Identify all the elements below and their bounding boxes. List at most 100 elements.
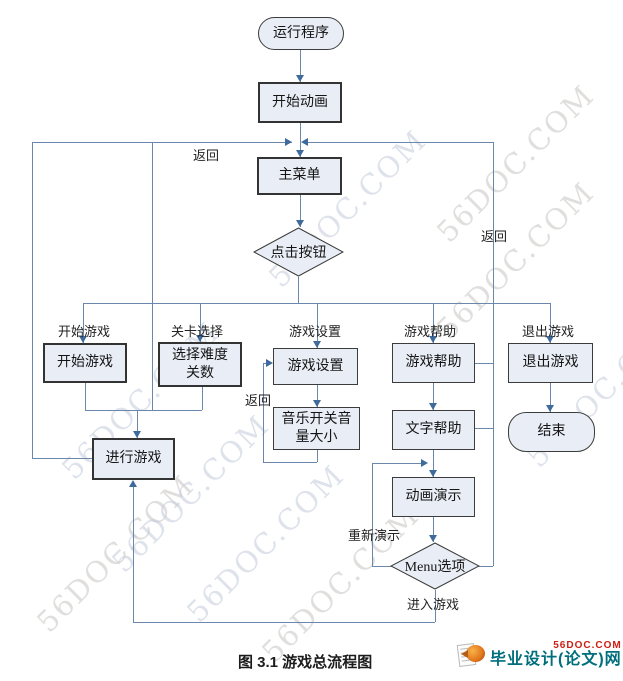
arrowhead [296, 220, 304, 227]
merge-connector [85, 410, 202, 411]
node-select-difficulty: 选择难度关数 [158, 342, 242, 387]
node-game-help: 游戏帮助 [392, 343, 475, 383]
edge-startgame-down [85, 383, 86, 410]
branch-rail [83, 303, 550, 304]
logo-fish-icon [456, 639, 487, 669]
diamond-shape [389, 542, 481, 590]
node-animation-demo: 动画演示 [392, 477, 475, 517]
replay-loop [372, 463, 424, 464]
logo-fish-body [461, 645, 485, 662]
node-start-game: 开始游戏 [43, 343, 127, 383]
edge-help-to-texthelp [433, 383, 434, 410]
node-label: 游戏帮助 [405, 355, 462, 370]
arrowhead [429, 336, 437, 343]
watermark-text: 56DOC.COM [105, 407, 277, 580]
node-play-game: 进行游戏 [92, 438, 175, 480]
node-label: 进行游戏 [105, 451, 162, 466]
node-label: Menu选项 [404, 560, 466, 575]
edge-label-game-settings: 游戏设置 [289, 324, 342, 339]
drop-game-settings [317, 303, 318, 348]
entergame-loop [133, 487, 134, 622]
drop-game-help [433, 303, 434, 343]
node-label: 主菜单 [278, 168, 321, 183]
node-label: 开始游戏 [57, 355, 113, 370]
watermark-text: 56DOC.COM [180, 457, 352, 630]
node-label: 游戏设置 [287, 358, 344, 374]
drop-level-select [200, 303, 201, 342]
edge-label-exit-game: 退出游戏 [522, 324, 575, 339]
node-label: 音乐开关音量大小 [281, 411, 352, 445]
arrowhead [429, 403, 437, 410]
arrowhead [313, 341, 321, 348]
logo-site-url: 56DOC.COM [553, 640, 622, 651]
node-label: 文字帮助 [405, 422, 462, 437]
node-label: 结束 [537, 424, 566, 439]
drop-start-game [83, 303, 84, 343]
edge-label-enter-game: 进入游戏 [407, 597, 460, 612]
arrowhead [129, 480, 137, 487]
edge-click-to-rail [298, 277, 299, 303]
arrowhead [546, 405, 554, 412]
arrowhead [196, 335, 204, 342]
arrowhead [296, 75, 304, 82]
edge-demo-to-menuopt [433, 517, 434, 542]
node-text-help: 文字帮助 [392, 410, 475, 450]
return-line-mid [152, 142, 153, 410]
return-rail-left [32, 142, 33, 458]
edge-run-to-anim [300, 50, 301, 82]
logo-text: 56DOC.COM 毕业设计(论文)网 [490, 640, 622, 669]
edge-label-return-left: 返回 [193, 148, 220, 163]
edge-texthelp-to-demo [433, 450, 434, 477]
entergame-loop [133, 622, 435, 623]
logo-site-name: 毕业设计(论文)网 [490, 651, 622, 668]
music-return-loop [263, 363, 264, 462]
edge-to-playgame [137, 410, 138, 438]
arrowhead [301, 138, 308, 146]
music-return-loop [263, 462, 317, 463]
arrowhead [79, 336, 87, 343]
arrowhead [266, 359, 273, 367]
edge-label-start-game: 开始游戏 [58, 324, 111, 339]
arrowhead [296, 150, 304, 157]
node-main-menu: 主菜单 [257, 157, 342, 195]
edge-label-return-settings: 返回 [245, 393, 272, 408]
node-exit-game: 退出游戏 [508, 343, 593, 383]
return-rail-top-left [32, 142, 292, 143]
node-menu-option: Menu选项 [389, 542, 481, 590]
node-label: 点击按钮 [270, 246, 327, 261]
entergame-loop [435, 590, 436, 622]
edge-label-return-right: 返回 [481, 229, 508, 244]
node-end: 结束 [508, 412, 595, 452]
node-game-settings: 游戏设置 [273, 348, 358, 385]
arrowhead [285, 138, 292, 146]
edge-label-level-select: 关卡选择 [171, 324, 224, 339]
return-rail-top-right [308, 142, 493, 143]
help-right-connector [475, 363, 493, 364]
music-return-loop [317, 450, 318, 462]
edge-label-game-help: 游戏帮助 [404, 324, 457, 339]
figure-caption: 图 3.1 游戏总流程图 [238, 654, 373, 671]
edge-settings-to-music [317, 385, 318, 407]
watermark-text: 56DOC.COM [30, 467, 202, 640]
arrowhead [313, 400, 321, 407]
edge-difficulty-down [202, 387, 203, 410]
drop-exit-game [550, 303, 551, 343]
arrowhead [546, 336, 554, 343]
return-rail-left-bottom [32, 458, 92, 459]
edge-menu-to-click [300, 195, 301, 227]
node-music-volume: 音乐开关音量大小 [273, 407, 360, 450]
arrowhead [429, 470, 437, 477]
node-label: 动画演示 [405, 489, 462, 504]
node-label: 退出游戏 [522, 355, 579, 370]
edge-exit-to-end [550, 383, 551, 412]
return-rail-right-bottom [478, 566, 493, 567]
watermark-text: 56DOC.COM [430, 77, 602, 250]
diamond-shape [252, 227, 345, 277]
replay-loop [372, 463, 373, 566]
site-logo: 56DOC.COM 毕业设计(论文)网 [456, 639, 622, 669]
node-label: 选择难度关数 [172, 347, 228, 381]
node-click-button: 点击按钮 [252, 227, 345, 277]
node-label: 开始动画 [272, 94, 328, 110]
texthelp-right-connector [475, 428, 493, 429]
